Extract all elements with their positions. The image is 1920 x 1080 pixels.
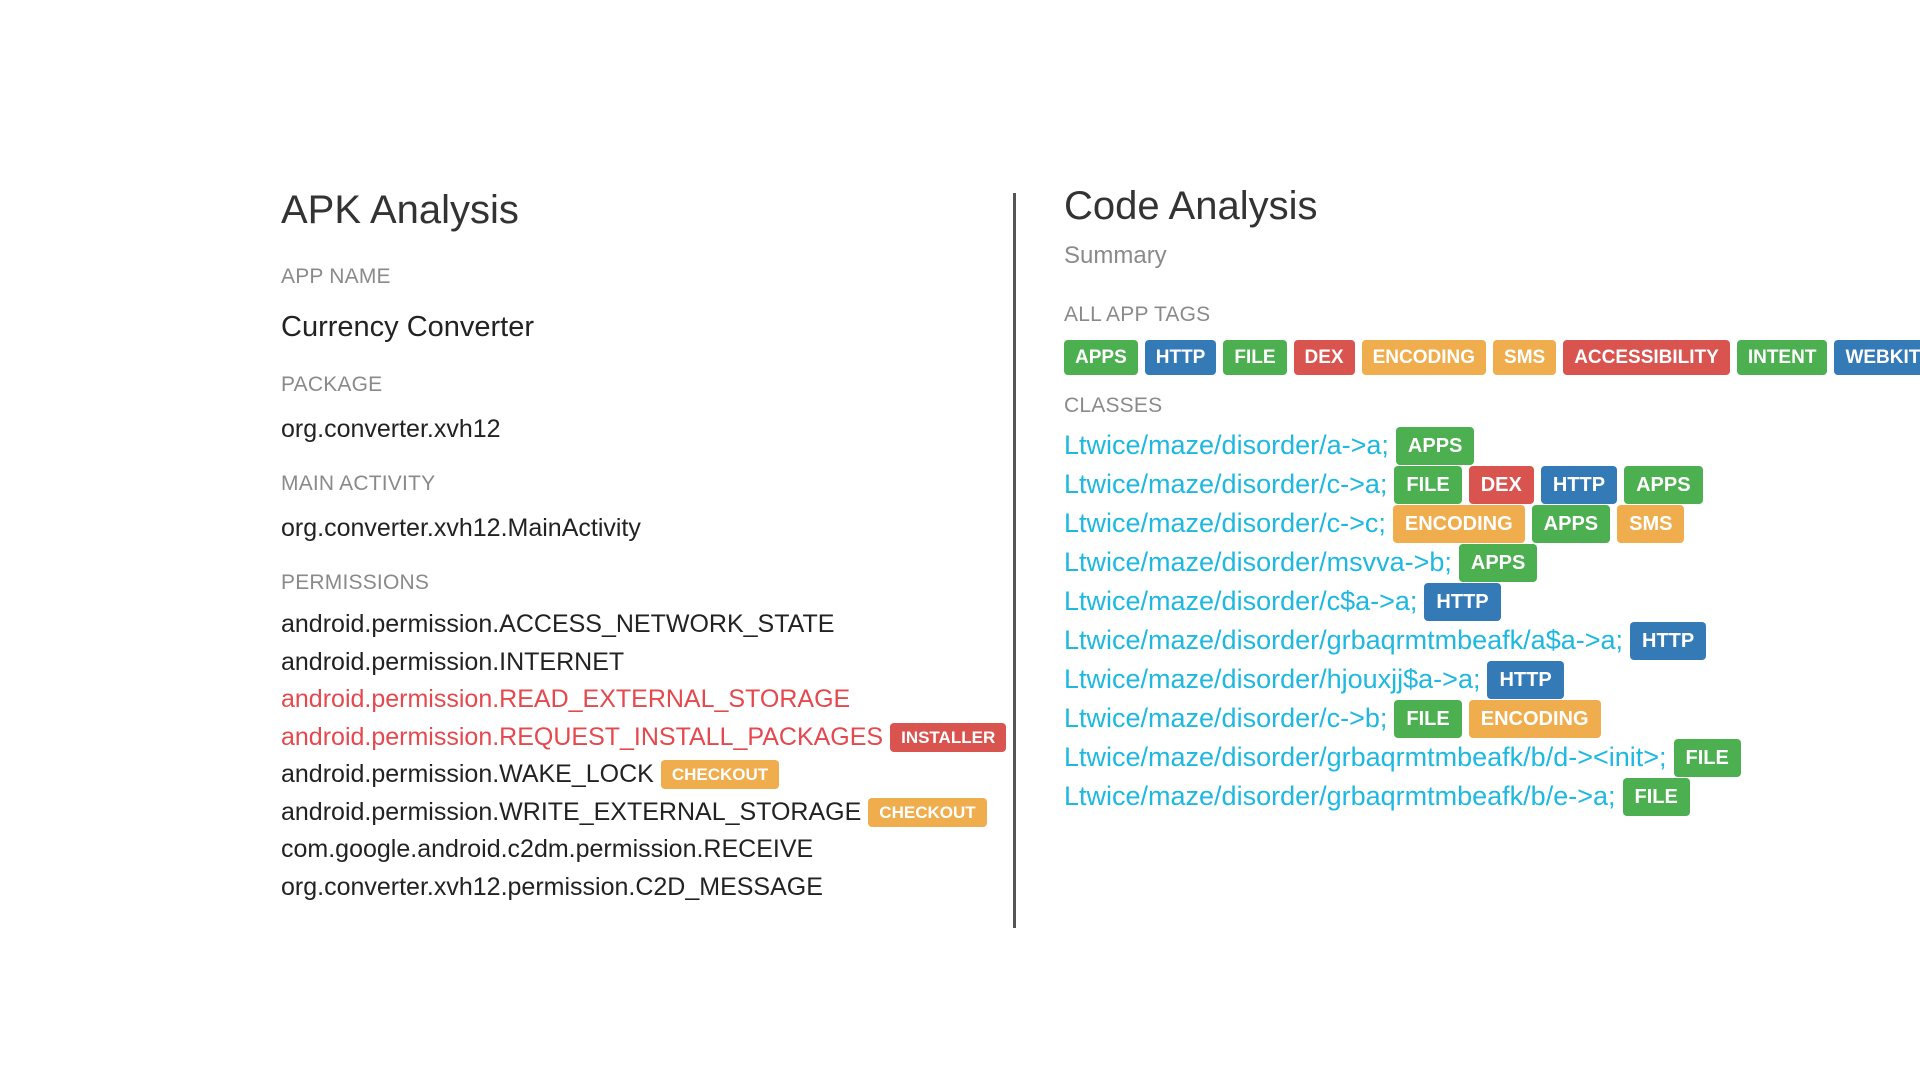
- class-link[interactable]: Ltwice/maze/disorder/a->a;: [1064, 430, 1389, 460]
- permission-tag-badge: CHECKOUT: [660, 760, 780, 790]
- class-tag-badge: APPS: [1395, 426, 1475, 465]
- code-analysis-subtitle: Summary: [1064, 242, 1167, 269]
- app-tag-badge[interactable]: ENCODING: [1361, 340, 1487, 375]
- permission-item: com.google.android.c2dm.permission.RECEI…: [281, 831, 1001, 869]
- app-tag-badge[interactable]: HTTP: [1144, 340, 1217, 375]
- permissions-label: PERMISSIONS: [281, 571, 430, 594]
- class-tag-badge: ENCODING: [1468, 699, 1601, 738]
- app-tag-badge[interactable]: INTENT: [1736, 340, 1828, 375]
- code-analysis-title: Code Analysis: [1064, 186, 1318, 228]
- permission-name: android.permission.ACCESS_NETWORK_STATE: [281, 610, 835, 639]
- class-tag-badge: FILE: [1394, 465, 1462, 504]
- permission-name: com.google.android.c2dm.permission.RECEI…: [281, 835, 814, 864]
- permission-tag-badge: INSTALLER: [890, 722, 1007, 752]
- main-activity-label: MAIN ACTIVITY: [281, 472, 436, 495]
- permission-name: android.permission.WAKE_LOCK: [281, 760, 654, 789]
- class-link[interactable]: Ltwice/maze/disorder/c->b;: [1064, 703, 1388, 733]
- app-name-value: Currency Converter: [281, 311, 535, 343]
- permission-tag-badge: CHECKOUT: [868, 797, 987, 827]
- class-item: Ltwice/maze/disorder/grbaqrmtmbeafk/b/e-…: [1064, 777, 1920, 816]
- class-link[interactable]: Ltwice/maze/disorder/c->a;: [1064, 469, 1388, 499]
- class-link[interactable]: Ltwice/maze/disorder/msvva->b;: [1064, 547, 1452, 577]
- permission-item: org.converter.xvh12.permission.C2D_MESSA…: [281, 869, 1001, 907]
- class-link[interactable]: Ltwice/maze/disorder/grbaqrmtmbeafk/b/d-…: [1064, 742, 1667, 772]
- class-tag-badge: DEX: [1468, 465, 1534, 504]
- class-item: Ltwice/maze/disorder/c$a->a;HTTP: [1064, 582, 1920, 621]
- class-tag-badge: HTTP: [1424, 582, 1501, 621]
- app-tag-badge[interactable]: WEBKIT: [1834, 340, 1920, 375]
- column-divider: [1013, 193, 1016, 928]
- apk-analysis-title: APK Analysis: [281, 188, 519, 232]
- permission-item: android.permission.INTERNET: [281, 644, 1001, 682]
- permission-item: android.permission.REQUEST_INSTALL_PACKA…: [281, 719, 1007, 757]
- permission-name: android.permission.WRITE_EXTERNAL_STORAG…: [281, 797, 862, 826]
- permission-name: org.converter.xvh12.permission.C2D_MESSA…: [281, 872, 823, 901]
- class-tag-badge: FILE: [1394, 699, 1462, 738]
- class-tag-badge: HTTP: [1630, 621, 1707, 660]
- package-label: PACKAGE: [281, 373, 383, 396]
- class-item: Ltwice/maze/disorder/grbaqrmtmbeafk/b/d-…: [1064, 738, 1920, 777]
- all-app-tags-label: ALL APP TAGS: [1064, 303, 1211, 326]
- apk-analysis-panel: APK Analysis APP NAME Currency Converter…: [281, 188, 1007, 907]
- main-activity-value: org.converter.xvh12.MainActivity: [281, 514, 641, 542]
- class-tag-badge: HTTP: [1540, 465, 1618, 504]
- class-tag-badge: APPS: [1624, 465, 1703, 504]
- classes-label: CLASSES: [1064, 394, 1163, 417]
- class-tag-badge: APPS: [1531, 504, 1611, 543]
- permission-name: android.permission.INTERNET: [281, 647, 625, 676]
- class-link[interactable]: Ltwice/maze/disorder/grbaqrmtmbeafk/b/e-…: [1064, 781, 1616, 811]
- class-item: Ltwice/maze/disorder/msvva->b;APPS: [1064, 543, 1920, 582]
- app-tag-badge[interactable]: APPS: [1064, 340, 1138, 375]
- class-item: Ltwice/maze/disorder/grbaqrmtmbeafk/a$a-…: [1064, 621, 1920, 660]
- class-link[interactable]: Ltwice/maze/disorder/grbaqrmtmbeafk/a$a-…: [1064, 625, 1624, 655]
- class-item: Ltwice/maze/disorder/hjouxjj$a->a;HTTP: [1064, 660, 1920, 699]
- app-tag-badge[interactable]: DEX: [1293, 340, 1355, 375]
- class-link[interactable]: Ltwice/maze/disorder/hjouxjj$a->a;: [1064, 664, 1481, 694]
- class-tag-badge: SMS: [1617, 504, 1685, 543]
- permission-item: android.permission.READ_EXTERNAL_STORAGE: [281, 681, 1001, 719]
- app-tag-badge[interactable]: SMS: [1493, 340, 1557, 375]
- package-value: org.converter.xvh12: [281, 415, 501, 443]
- class-tag-badge: FILE: [1673, 738, 1741, 777]
- permission-name: android.permission.READ_EXTERNAL_STORAGE: [281, 685, 851, 714]
- permission-item: android.permission.ACCESS_NETWORK_STATE: [281, 606, 1001, 644]
- class-link[interactable]: Ltwice/maze/disorder/c$a->a;: [1064, 586, 1418, 616]
- app-tag-badge[interactable]: FILE: [1223, 340, 1287, 375]
- permission-item: android.permission.WRITE_EXTERNAL_STORAG…: [281, 794, 1001, 832]
- class-tag-badge: FILE: [1622, 777, 1690, 816]
- permission-name: android.permission.REQUEST_INSTALL_PACKA…: [281, 722, 884, 751]
- class-item: Ltwice/maze/disorder/a->a;APPS: [1064, 426, 1920, 465]
- class-tag-badge: APPS: [1458, 543, 1538, 582]
- app-tag-badge[interactable]: ACCESSIBILITY: [1563, 340, 1730, 375]
- class-tag-badge: HTTP: [1487, 660, 1564, 699]
- class-link[interactable]: Ltwice/maze/disorder/c->c;: [1064, 508, 1386, 538]
- class-tag-badge: ENCODING: [1392, 504, 1525, 543]
- app-name-label: APP NAME: [281, 265, 391, 288]
